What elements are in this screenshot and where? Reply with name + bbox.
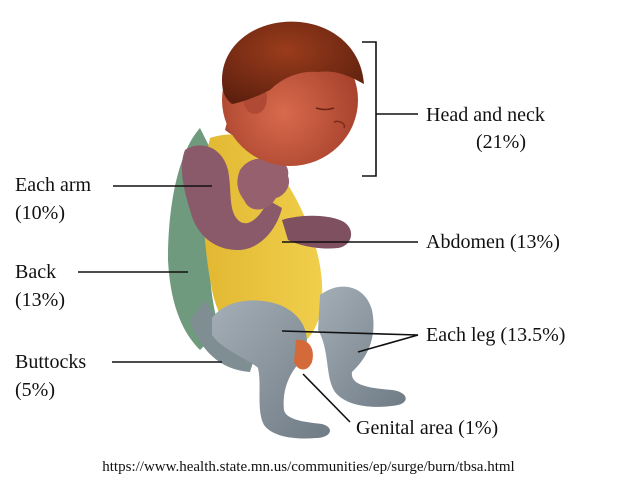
genital-area-label: Genital area (1%) (356, 417, 499, 439)
each-arm-pct: (10%) (15, 202, 65, 224)
leader-lines (78, 41, 419, 423)
arm-right (282, 215, 352, 249)
each-leg-label: Each leg (13.5%) (426, 324, 566, 346)
each-arm-label: Each arm (15, 174, 92, 196)
leg-left (212, 300, 330, 439)
head-neck-pct: (21%) (476, 131, 526, 153)
buttocks-pct: (5%) (15, 379, 55, 401)
genital-region (294, 339, 313, 370)
back-pct: (13%) (15, 289, 65, 311)
head-neck-label: Head and neck (426, 104, 545, 126)
leg-leader-2 (357, 334, 419, 353)
abdomen-region (203, 134, 323, 352)
hand-left (237, 158, 290, 210)
arm-left (181, 145, 282, 250)
head-bracket (362, 41, 377, 177)
source-url: https://www.health.state.mn.us/communiti… (102, 459, 515, 475)
hair (222, 21, 364, 104)
genital-leader (302, 373, 351, 423)
leg-leader-1 (281, 330, 419, 336)
abdomen-label: Abdomen (13%) (426, 231, 560, 253)
back-label: Back (15, 261, 57, 283)
buttocks-label: Buttocks (15, 351, 87, 373)
leg-right (318, 286, 406, 407)
